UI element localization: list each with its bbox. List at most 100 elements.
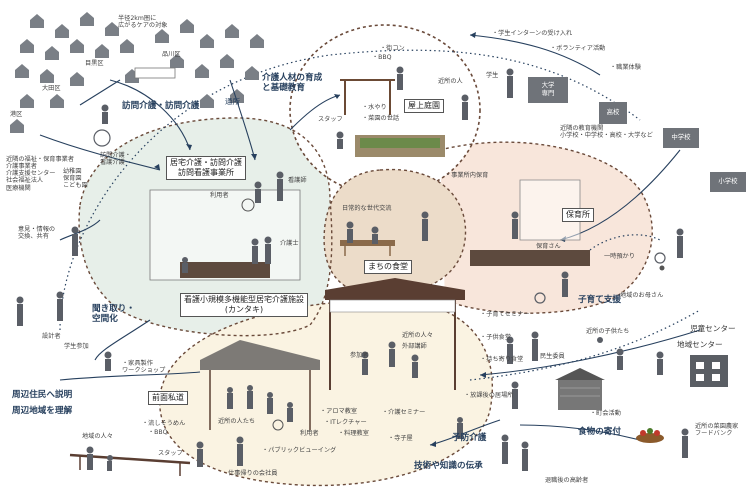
opinion-label: 意見・情報の 交換、共有 [18,226,56,241]
work-exp-label: ・職業体験 [610,64,641,71]
workshop-label: ・家具製作 ワークショップ [122,360,166,375]
student-label: 学生 [486,72,499,79]
childcare-support-label: 子育て支援 [578,295,621,305]
alley-staff: スタッフ [158,450,183,457]
alley-roof [200,340,320,370]
visit-nursing-label: 訪問介護・訪問介護 [122,101,200,111]
area-meguro: 目黒区 [85,60,104,67]
arrow-visit [109,79,191,151]
lecturer-label: 外部講師 [402,343,427,350]
visit-nursing-care-label: 訪問介護・ 看護介護 [100,152,131,167]
food-donation-label: 食物の寄付 [578,427,621,437]
temp-care-label: 一時預かり [604,253,635,260]
facility-title: 看護小規模多機能型居宅介護施設 (カンタキ) [180,293,308,317]
alley-people: 近所の人たち [218,418,256,425]
alley-title: 前面私道 [148,391,188,405]
university-box: 大学 専門 [528,77,568,103]
jhs-box: 中学校 [663,128,699,148]
hearing-label: 聞き取り・ 空間化 [92,304,135,324]
university-label: 大学 専門 [541,81,555,97]
kids-cafe-label: ・子供食堂 [480,334,511,341]
prevention-label: 予防介護 [452,433,487,443]
nurse-label: 看護師 [288,177,307,184]
nursery-title: 保育所 [562,208,594,222]
alley-local: 地域の人々 [82,433,113,440]
aroma-label: ・アロマ教室 [320,408,358,415]
arrow-commute [229,79,256,161]
arrow-care-talent [289,94,341,131]
potluck-label: ・持ち寄り食堂 [480,356,524,363]
care-seminar-label: ・介護セミナー [382,409,426,416]
caregiver-label: 介護士 [280,240,299,247]
home-visit-office-title: 居宅介護・訪問介護 訪問看護事業所 [166,156,246,180]
locals-label: 近所の人々 [402,332,433,339]
understand-label: 周辺地域を理解 [12,406,73,416]
pergola-drawing [340,79,395,115]
moms-label: 地域のお母さん [620,292,664,299]
cafeteria-building [325,278,465,390]
area-center-label: 地域センター [677,340,723,349]
jhs-label: 中学校 [671,133,691,142]
alley-meeting: 仕事帰りの会社員 [228,470,278,477]
care-room-drawing [149,189,301,281]
shed [555,368,605,410]
welfare-officer-label: 民生委員 [540,353,565,360]
farmers-label: 近所の菜園農家 フードバンク [695,423,739,438]
seminar-label: ・子育てセミナー [480,311,530,318]
alley-item-3: ・パブリックビューイング [262,447,337,454]
workplace-nursery-label: ・事業所内保育 [445,172,489,179]
cafeteria-region [323,168,467,296]
cafeteria-title: まちの食堂 [364,260,412,274]
care-talent-label: 介護人材の育成 と基礎教育 [262,73,323,93]
nursery-staff-label: 保育さん [536,243,561,250]
neighbor-kids-label: 近所の子供たち [586,328,630,335]
rooftop-people: 近所の人 [438,78,463,85]
highschool-box: 高校 [599,102,627,124]
rooftop-staff: スタッフ [318,116,343,123]
explain-label: 周辺住民へ説明 [12,390,73,400]
alley-item-1: ・流しそうめん [142,420,186,427]
children-center-label: 児童センター [690,324,736,333]
rooftop-title: 屋上庭園 [404,99,444,113]
volunteer-label: ・ボランティア活動 [550,45,606,52]
welfare-orgs2-label: 幼稚園 保育園 こども園 [63,168,88,190]
rooftop-item-4: ・菜園の世話 [362,115,400,122]
designer-label: 設計者 [42,333,61,340]
student-part-label: 学生参加 [64,343,89,350]
elem-label: 小学校 [718,177,738,186]
area-shinagawa: 品川区 [162,51,181,58]
it-label: ・ITレクチャー [324,419,367,426]
after-school-label: ・放課後の居場所 [464,392,514,399]
area-minato: 港区 [10,111,23,118]
nursery-floor [470,250,590,266]
highschool-label: 高校 [606,108,620,117]
rooftop-item-1: ・街コン [380,45,405,52]
intergen-label: 日常的な世代交流 [342,205,392,212]
houses-cluster [10,12,264,133]
users-label: 利用者 [210,192,229,199]
intern-label: ・学生インターンの受け入れ [492,30,573,37]
tech-transfer-label: 技術や知識の伝承 [414,461,483,471]
elderly-label: 退職後の高齢者 [545,477,589,484]
alley-item-2: ・BBQ [148,429,168,436]
commute-label: 通所 [225,97,241,106]
people-figures [16,66,689,471]
area-ota: 大田区 [42,85,61,92]
care-range-label: 半径2km圏に 広がるケアの対象 [118,15,168,30]
participants-label: 参加者 [350,352,369,359]
edu-orgs-label: 近隣の教育機関 小学校・中学校・高校・大学など [560,125,653,140]
rooftop-item-3: ・水やり [362,104,387,111]
cooking-label: ・料理教室 [338,430,369,437]
vegetable-basket [636,433,664,443]
wheelchair-icon [241,198,255,212]
town-event-label: ・町会活動 [590,410,621,417]
welfare-orgs-label: 近隣の福祉・保育事業者 介護事業者 介護支援センター 社会福祉法人 医療機関 [6,156,75,192]
area-center-building [690,355,728,387]
rooftop-item-2: ・BBQ [372,54,392,61]
elem-box: 小学校 [710,172,746,192]
bed-icon [134,67,176,79]
temple-label: ・寺子屋 [388,435,413,442]
alley-users: 利用者 [300,430,319,437]
